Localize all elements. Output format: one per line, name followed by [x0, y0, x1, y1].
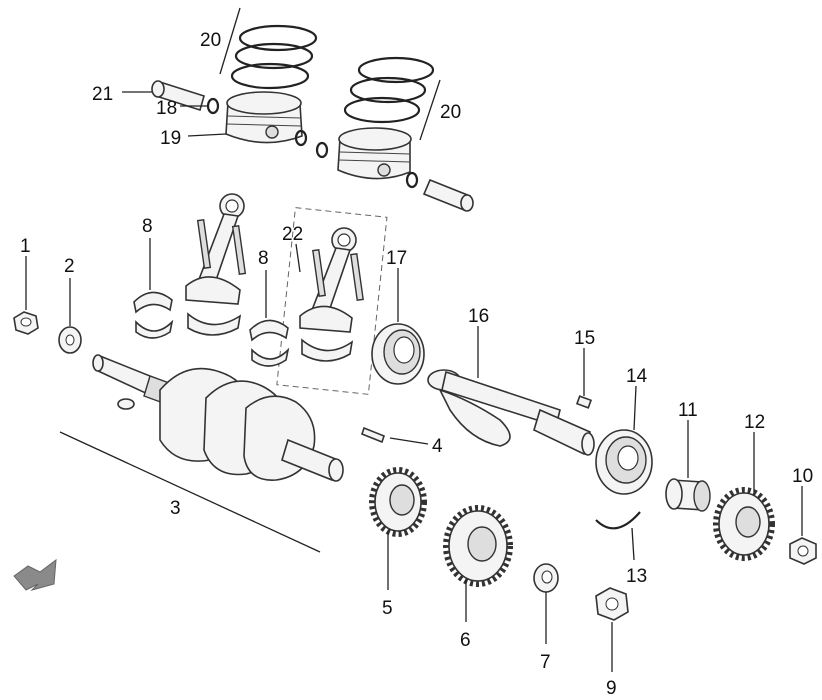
label-part-21: 21	[92, 84, 113, 105]
gear-part-5	[369, 467, 427, 537]
nut-part-1	[13, 311, 39, 335]
collar-part-11	[665, 478, 711, 512]
bearing-part-17	[371, 323, 425, 385]
label-part-5: 5	[382, 598, 393, 619]
gear-part-12	[713, 487, 775, 561]
label-part-10: 10	[792, 466, 813, 487]
label-part-6: 6	[460, 630, 471, 651]
balancer-shaft-part-16	[427, 369, 595, 456]
label-part-3: 3	[170, 498, 181, 519]
bearing-shell-left	[133, 291, 174, 339]
connecting-rod-left	[185, 193, 247, 336]
label-part-17: 17	[386, 248, 407, 269]
label-part-20-right: 20	[440, 102, 461, 123]
label-part-15: 15	[574, 328, 595, 349]
piston-assembly-right	[337, 56, 474, 212]
label-part-8-right: 8	[258, 248, 269, 269]
pin-part-15	[575, 395, 593, 409]
washer-part-2	[58, 326, 82, 354]
label-part-16: 16	[468, 306, 489, 327]
nut-part-10	[789, 537, 817, 565]
piston-assembly-left	[151, 24, 329, 159]
label-part-4: 4	[432, 436, 443, 457]
circlip-part-13	[595, 511, 641, 530]
label-part-8-left: 8	[142, 216, 153, 237]
label-part-18: 18	[156, 98, 177, 119]
label-part-13: 13	[626, 566, 647, 587]
connecting-rod-right	[276, 207, 388, 395]
label-part-22: 22	[282, 224, 303, 245]
label-part-20-left: 20	[200, 30, 221, 51]
nut-part-9	[595, 587, 629, 621]
bearing-part-14	[595, 429, 653, 495]
gear-part-6	[443, 505, 513, 587]
leader-lines	[25, 7, 803, 672]
label-part-19: 19	[160, 128, 181, 149]
label-part-12: 12	[744, 412, 765, 433]
key-part-4	[361, 426, 385, 444]
part-labels: 1 2 3 4 5 6 7 8 8 9 10 11 12 13 14 15 16…	[20, 30, 813, 699]
crankshaft-part-3	[92, 354, 344, 482]
label-part-11: 11	[678, 400, 698, 421]
bearing-shell-right	[249, 319, 290, 367]
bracket-line-part-3	[59, 431, 321, 553]
label-part-14: 14	[626, 366, 648, 387]
washer-part-7	[533, 563, 559, 593]
label-part-2: 2	[64, 256, 75, 277]
label-part-9: 9	[606, 678, 617, 699]
label-part-7: 7	[540, 652, 551, 673]
direction-arrow-icon	[13, 558, 57, 591]
label-part-1: 1	[20, 236, 31, 257]
